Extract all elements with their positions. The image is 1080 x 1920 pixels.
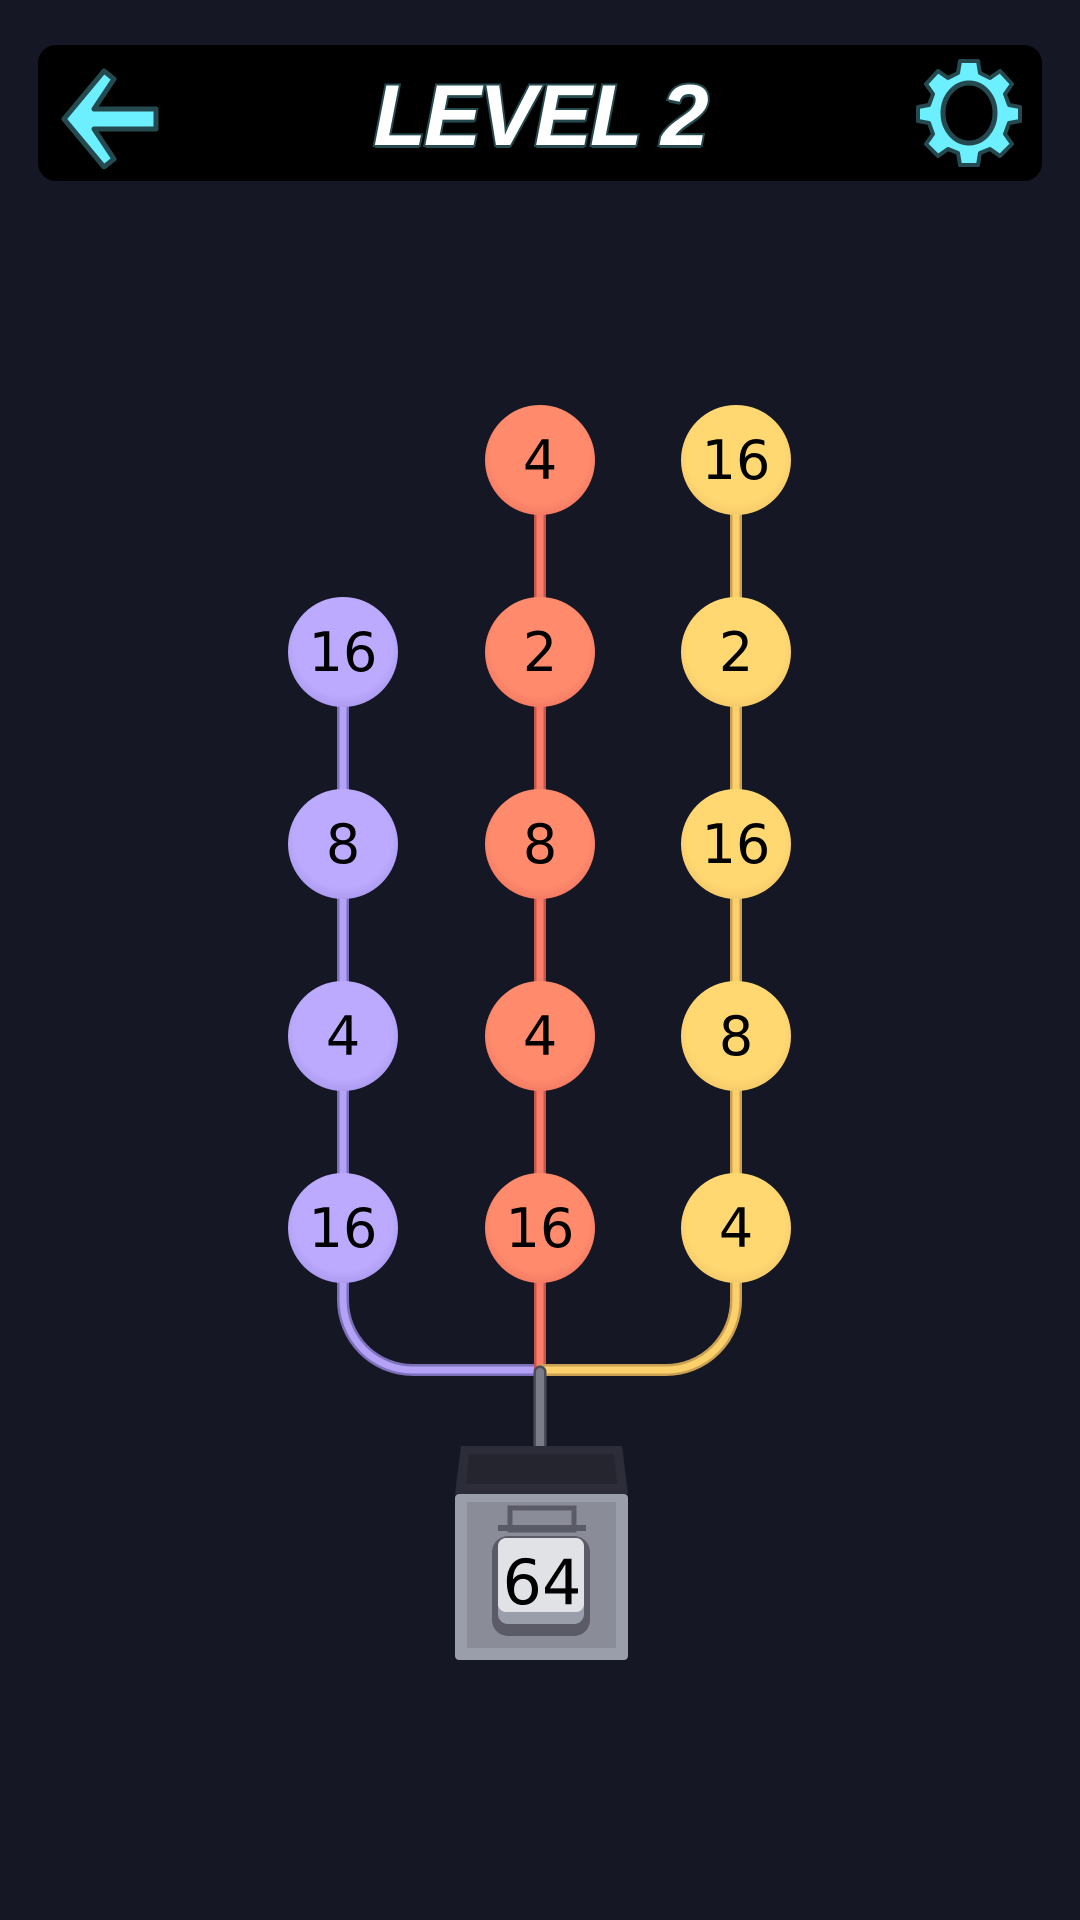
back-button[interactable] [56, 59, 166, 170]
settings-button[interactable] [914, 57, 1024, 169]
arrow-left-icon [61, 68, 159, 170]
red-node[interactable]: 8 [485, 789, 595, 899]
target-box[interactable]: 64 [455, 1446, 628, 1660]
yellow-node[interactable]: 16 [681, 789, 791, 899]
yellow-node[interactable]: 2 [681, 597, 791, 707]
red-node[interactable]: 4 [485, 981, 595, 1091]
yellow-node[interactable]: 4 [681, 1173, 791, 1283]
target-value: 64 [502, 1546, 582, 1619]
purple-node[interactable]: 4 [288, 981, 398, 1091]
jar-icon [492, 1505, 590, 1636]
purple-node[interactable]: 8 [288, 789, 398, 899]
red-node[interactable]: 16 [485, 1173, 595, 1283]
level-title: LEVEL 2 [371, 66, 710, 166]
yellow-node[interactable]: 8 [681, 981, 791, 1091]
purple-node[interactable]: 16 [288, 1173, 398, 1283]
gear-icon [916, 59, 1022, 167]
purple-chain-lines [337, 652, 540, 1376]
red-node[interactable]: 4 [485, 405, 595, 515]
yellow-node[interactable]: 16 [681, 405, 791, 515]
box-body [455, 1446, 628, 1660]
red-node[interactable]: 2 [485, 597, 595, 707]
top-bar: LEVEL 2 [38, 45, 1042, 181]
purple-node[interactable]: 16 [288, 597, 398, 707]
